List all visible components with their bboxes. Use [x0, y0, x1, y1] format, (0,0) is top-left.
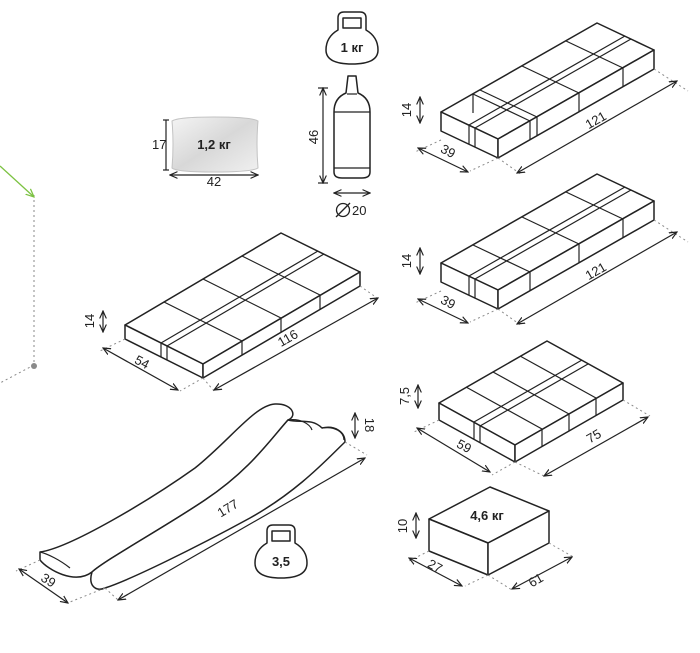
mat-lower-right: 7,5 59 75: [397, 340, 651, 478]
mat2-depth-label: 39: [438, 292, 458, 312]
roll-height-label: 18: [362, 418, 377, 432]
packet: 1,2 кг 17 42: [152, 116, 258, 189]
roll-width-label: 39: [38, 570, 58, 590]
left-guide: [0, 165, 37, 384]
mat-top-right: 14 39 121: [399, 22, 689, 176]
mat2-height-label: 14: [399, 254, 414, 268]
box: 4,6 кг 10 27 61: [395, 486, 576, 591]
packet-weight: 1,2 кг: [197, 137, 231, 152]
kettlebell-icon: [325, 11, 379, 65]
kettlebell-icon: [254, 524, 308, 579]
bottle-diameter-label: 20: [352, 203, 366, 218]
mat2-length-label: 121: [583, 259, 609, 283]
mat1-height-label: 14: [399, 103, 414, 117]
kettlebell-mat-weight: 3,5: [272, 554, 290, 569]
kettlebell-top: 1 кг: [325, 11, 379, 65]
mat-left-depth-label: 54: [132, 352, 152, 372]
mat-left: 14 54 116: [82, 232, 381, 392]
mat1-depth-label: 39: [438, 141, 458, 161]
mat3-depth-label: 59: [454, 436, 474, 456]
mat3-height-label: 7,5: [397, 387, 412, 405]
box-height-label: 10: [395, 519, 410, 533]
kettlebell-top-weight: 1 кг: [341, 40, 364, 55]
mat-middle-right: 14 39 121: [399, 173, 689, 327]
mat3-length-label: 75: [584, 426, 604, 446]
kettlebell-mat: 3,5: [254, 524, 308, 579]
wavy-roll: 18 177 39: [15, 403, 377, 603]
mat1-length-label: 121: [583, 108, 609, 132]
arrow-icon: [0, 165, 34, 197]
box-depth-label: 27: [425, 556, 445, 576]
box-weight: 4,6 кг: [470, 508, 504, 523]
mat-left-height-label: 14: [82, 314, 97, 328]
packet-height-label: 17: [152, 137, 166, 152]
bottle: 46 20: [306, 75, 370, 218]
box-length-label: 61: [526, 570, 546, 590]
bottle-height-label: 46: [306, 130, 321, 144]
diameter-icon: [335, 202, 351, 218]
packet-width-label: 42: [207, 174, 221, 189]
